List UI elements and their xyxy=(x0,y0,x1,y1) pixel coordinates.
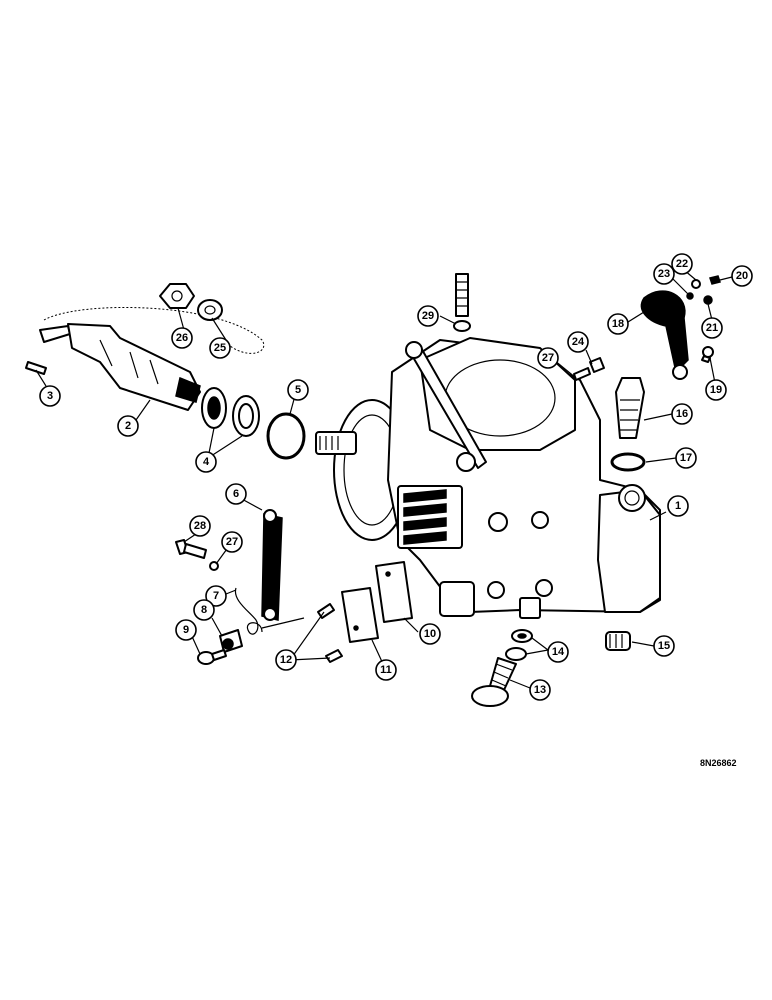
callout-6: 6 xyxy=(225,483,247,505)
throttle-lever xyxy=(261,509,283,621)
svg-text:9: 9 xyxy=(183,624,189,636)
svg-text:4: 4 xyxy=(203,456,210,468)
callout-15: 15 xyxy=(653,635,675,657)
svg-text:22: 22 xyxy=(676,258,688,270)
svg-text:12: 12 xyxy=(280,654,292,666)
callout-9: 9 xyxy=(175,619,197,641)
callout-4: 4 xyxy=(195,451,217,473)
svg-text:15: 15 xyxy=(658,640,670,652)
svg-text:2: 2 xyxy=(125,420,131,432)
callout-11: 11 xyxy=(375,659,397,681)
callout-17: 17 xyxy=(675,447,697,469)
callout-26: 26 xyxy=(171,327,193,349)
shutoff-lever xyxy=(640,290,689,380)
callout-19: 19 xyxy=(705,379,727,401)
o-ring xyxy=(266,412,306,460)
callout-10: 10 xyxy=(419,623,441,645)
svg-text:6: 6 xyxy=(233,488,239,500)
callout-7: 7 xyxy=(205,585,227,607)
callout-20: 20 xyxy=(731,265,753,287)
svg-text:21: 21 xyxy=(706,322,718,334)
svg-text:29: 29 xyxy=(422,310,434,322)
plug-15 xyxy=(605,631,631,651)
svg-text:13: 13 xyxy=(534,684,546,696)
callout-28: 28 xyxy=(189,515,211,537)
svg-text:5: 5 xyxy=(295,384,301,396)
callout-24: 24 xyxy=(567,331,589,353)
svg-text:26: 26 xyxy=(176,332,188,344)
svg-text:8: 8 xyxy=(201,604,207,616)
svg-text:24: 24 xyxy=(572,336,585,348)
svg-text:25: 25 xyxy=(214,342,226,354)
svg-text:7: 7 xyxy=(213,590,219,602)
callout-14: 14 xyxy=(547,641,569,663)
woodruff-key xyxy=(25,361,47,375)
stud-29 xyxy=(453,273,471,332)
callout-13: 13 xyxy=(529,679,551,701)
washers-14 xyxy=(505,629,533,661)
callout-29: 29 xyxy=(417,305,439,327)
drive-shaft xyxy=(39,307,265,411)
svg-text:27: 27 xyxy=(226,536,238,548)
nut-and-washer xyxy=(159,283,223,321)
callout-22: 22 xyxy=(671,253,693,275)
callout-18: 18 xyxy=(607,313,629,335)
svg-text:28: 28 xyxy=(194,520,206,532)
cover-plates xyxy=(341,561,413,643)
svg-text:11: 11 xyxy=(380,664,392,676)
cover-screws xyxy=(317,603,343,663)
callout-12: 12 xyxy=(275,649,297,671)
svg-text:23: 23 xyxy=(658,268,670,280)
svg-text:27: 27 xyxy=(542,352,554,364)
callout-27-pump: 27 xyxy=(537,347,559,369)
svg-text:16: 16 xyxy=(676,408,688,420)
svg-text:17: 17 xyxy=(680,452,692,464)
svg-text:20: 20 xyxy=(736,270,748,282)
return-spring xyxy=(234,587,305,635)
callout-23: 23 xyxy=(653,263,675,285)
callout-5: 5 xyxy=(287,379,309,401)
svg-text:1: 1 xyxy=(675,500,681,512)
pump-body xyxy=(315,337,661,619)
callout-8: 8 xyxy=(193,599,215,621)
bushing-and-screw xyxy=(197,629,243,665)
fitting-16 xyxy=(615,377,645,439)
callout-21: 21 xyxy=(701,317,723,339)
plug-bolt xyxy=(471,657,517,707)
svg-text:14: 14 xyxy=(552,646,565,658)
bearings xyxy=(201,387,260,437)
callout-27-lever: 27 xyxy=(221,531,243,553)
reference-code: 8N26862 xyxy=(700,758,737,768)
gasket-17 xyxy=(610,452,646,472)
bolt-28 xyxy=(175,539,219,571)
svg-text:19: 19 xyxy=(710,384,722,396)
callout-25: 25 xyxy=(209,337,231,359)
small-fasteners xyxy=(573,275,721,381)
svg-text:10: 10 xyxy=(424,628,436,640)
callout-3: 3 xyxy=(39,385,61,407)
callout-16: 16 xyxy=(671,403,693,425)
svg-text:3: 3 xyxy=(47,390,53,402)
callout-2: 2 xyxy=(117,415,139,437)
svg-text:18: 18 xyxy=(612,318,624,330)
callout-1: 1 xyxy=(667,495,689,517)
